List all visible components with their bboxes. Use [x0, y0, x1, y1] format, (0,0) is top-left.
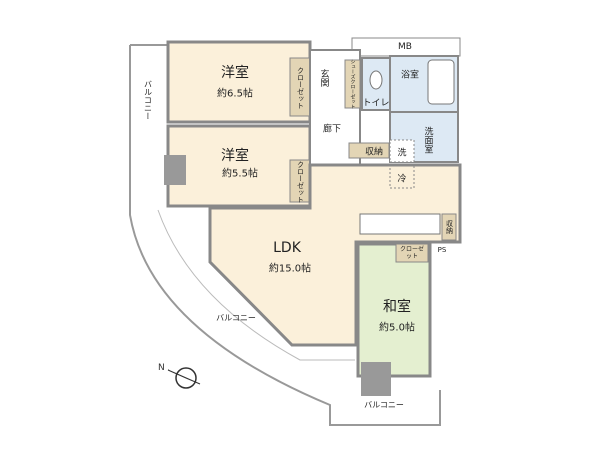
- closet-1-label: クローゼット: [296, 67, 305, 109]
- balcony-outline: [129, 44, 441, 426]
- ldk-room: [208, 163, 462, 347]
- japanese-room-name: 和室: [383, 299, 411, 315]
- hallway-label: 廊下: [322, 124, 342, 135]
- japanese-room: [356, 242, 432, 378]
- closet-2-label: クローゼット: [296, 161, 305, 203]
- storage-label: 収納: [364, 147, 384, 158]
- shoe-closet-label: シューズクローゼット: [349, 59, 356, 109]
- washer-space: [389, 139, 415, 163]
- fridge-space: [389, 165, 415, 189]
- toilet-fixture: [369, 70, 383, 90]
- fridge-label: 冷: [397, 174, 407, 185]
- western-room-1-name: 洋室: [221, 65, 249, 81]
- mb-label: MB: [398, 42, 412, 52]
- ldk-area: 約15.0帖: [268, 263, 312, 275]
- bathtub: [427, 59, 455, 105]
- western-room-2-name: 洋室: [221, 148, 249, 164]
- japanese-closet-label: クローゼット: [399, 246, 424, 260]
- japanese-closet: [395, 243, 429, 263]
- balcony-rail: [157, 209, 355, 361]
- pillar: [164, 155, 186, 185]
- western-room-2-area: 約5.5帖: [222, 168, 258, 180]
- kitchen-storage: [441, 213, 457, 241]
- washer-label: 洗: [397, 148, 407, 159]
- entrance-label: 玄関: [318, 69, 329, 87]
- balcony-label-west: バルコニー: [143, 80, 153, 120]
- washroom-label: 洗面室: [422, 126, 433, 154]
- balcony-label-south: バルコニー: [216, 313, 256, 323]
- svg-text:N: N: [158, 363, 165, 373]
- japanese-room-area: 約5.0帖: [379, 322, 415, 334]
- compass-icon: [167, 367, 201, 389]
- shoe-closet: [344, 59, 361, 109]
- pillar: [361, 362, 391, 396]
- western-room-1: [166, 40, 312, 124]
- ps-label: PS: [437, 246, 447, 254]
- kitchen-counter: [359, 213, 441, 235]
- bath-label: 浴室: [400, 70, 420, 81]
- balcony-label-east: バルコニー: [364, 400, 404, 410]
- ldk-name: LDK: [273, 240, 301, 256]
- toilet-label: トイレ: [362, 98, 390, 109]
- western-room-1-area: 約6.5帖: [217, 88, 253, 100]
- kitchen-storage-label: 収納: [445, 220, 454, 234]
